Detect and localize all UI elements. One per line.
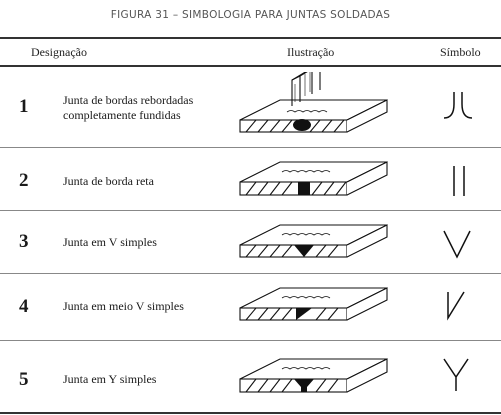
- square-butt-joint-illustration: [239, 161, 388, 196]
- flanged-joint-illustration: [239, 72, 388, 133]
- row-number: 2: [19, 170, 29, 191]
- row-name-line: Junta de borda reta: [63, 174, 154, 188]
- table-row: 1 Junta de bordas rebordadas completamen…: [0, 66, 501, 146]
- header-simbolo: Símbolo: [440, 45, 481, 59]
- single-bevel-joint-illustration: [239, 287, 388, 321]
- row-name-line: Junta de bordas rebordadas: [63, 93, 194, 107]
- row-number: 5: [19, 369, 29, 390]
- table-row: 5 Junta em Y simples: [0, 341, 501, 411]
- row-name: Junta em meio V simples: [63, 299, 238, 314]
- table-row: 2 Junta de borda reta: [0, 148, 501, 211]
- table-bottom-rule: [0, 412, 501, 414]
- header-ilustracao: Ilustração: [287, 45, 335, 59]
- header-bottom-rule: [0, 65, 501, 67]
- row-name: Junta em V simples: [63, 235, 238, 250]
- header-designacao: Designação: [31, 45, 87, 59]
- row-divider: [0, 340, 501, 341]
- row-name: Junta em Y simples: [63, 372, 238, 387]
- table-top-rule: [0, 37, 501, 39]
- single-y-symbol-icon: [443, 358, 469, 391]
- row-name: Junta de borda reta: [63, 174, 238, 189]
- row-name-line: Junta em meio V simples: [63, 299, 184, 313]
- single-bevel-symbol-icon: [447, 291, 465, 321]
- single-y-joint-illustration: [239, 358, 388, 393]
- row-number: 4: [19, 296, 29, 317]
- table-row: 3 Junta em V simples: [0, 211, 501, 274]
- row-number: 1: [19, 96, 29, 117]
- row-divider: [0, 273, 501, 274]
- row-number: 3: [19, 231, 29, 252]
- row-name-line: Junta em V simples: [63, 235, 157, 249]
- row-name-line: Junta em Y simples: [63, 372, 157, 386]
- row-name: Junta de bordas rebordadas completamente…: [63, 93, 238, 123]
- row-divider: [0, 147, 501, 148]
- single-v-symbol-icon: [443, 230, 471, 259]
- row-divider: [0, 210, 501, 211]
- flanged-butt-symbol-icon: [443, 92, 473, 119]
- table-row: 4 Junta em meio V simples: [0, 274, 501, 340]
- square-butt-symbol-icon: [453, 166, 465, 196]
- figure-caption: FIGURA 31 – SIMBOLOGIA PARA JUNTAS SOLDA…: [110, 9, 391, 21]
- single-v-joint-illustration: [239, 224, 388, 258]
- row-name-line: completamente fundidas: [63, 108, 181, 122]
